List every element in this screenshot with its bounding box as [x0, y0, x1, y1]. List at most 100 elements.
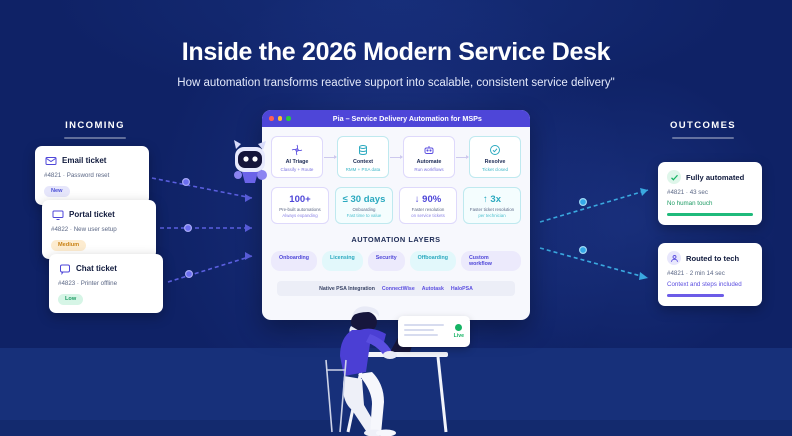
- step-name: AI Triage: [285, 159, 309, 166]
- stat-line-1: Faster resolution: [411, 206, 445, 212]
- check-icon: [667, 170, 681, 184]
- database-icon: [357, 143, 369, 156]
- window-title: Pia – Service Delivery Automation for MS…: [332, 114, 482, 123]
- step-desc: Run workflows: [414, 166, 444, 172]
- panel-body: AI Triage Classify + Route Context RMM +…: [262, 127, 530, 302]
- layer-chip-onboarding[interactable]: Onboarding: [271, 251, 318, 271]
- automation-layers-row: Onboarding Licensing Security Offboardin…: [271, 251, 521, 271]
- ticket-title: Email ticket: [62, 156, 107, 165]
- incoming-rule: [64, 137, 126, 139]
- stat-value: 100+: [289, 193, 311, 205]
- placeholder-line: [404, 323, 444, 326]
- automation-layers-title: AUTOMATION LAYERS: [351, 235, 441, 244]
- step-name: Resolve: [484, 159, 506, 166]
- check-circle-icon: [489, 143, 501, 156]
- step-desc: RMM + PSA data: [345, 166, 381, 172]
- step-name: Context: [352, 159, 374, 166]
- page-subtitle: How automation transforms reactive suppo…: [177, 77, 615, 89]
- stat-line-1: Pre-built automations: [279, 206, 321, 212]
- stat-card-onboarding: ≤ 30 days Onboarding Fast time to value: [335, 187, 393, 224]
- outcome-note: Context and steps included: [667, 281, 742, 288]
- robot-mascot-icon: [234, 140, 267, 183]
- workflow-step-resolve[interactable]: Resolve Ticket closed: [469, 136, 521, 178]
- step-desc: Ticket closed: [481, 166, 509, 172]
- workflow-step-automate[interactable]: Automate Run workflows: [403, 136, 455, 178]
- outcome-title: Routed to tech: [686, 253, 740, 263]
- ticket-card-chat[interactable]: Chat ticket #4823 · Printer offline Low: [49, 254, 163, 313]
- outcome-card-fully-automated[interactable]: Fully automated #4821 · 43 sec No human …: [658, 162, 762, 225]
- product-window-panel[interactable]: Pia – Service Delivery Automation for MS…: [262, 110, 530, 320]
- layer-chip-offboarding[interactable]: Offboarding: [409, 251, 456, 271]
- header: Inside the 2026 Modern Service Desk How …: [0, 38, 792, 89]
- outcome-title: Fully automated: [686, 172, 745, 182]
- outcomes-rule: [672, 137, 734, 139]
- placeholder-line: [404, 328, 434, 332]
- incoming-label: INCOMING: [65, 120, 125, 131]
- status-badge: New: [44, 185, 70, 197]
- outcome-progress-bar: [667, 294, 724, 297]
- stat-line-2: on service tickets: [411, 212, 445, 218]
- robot-icon: [423, 143, 435, 156]
- integration-autotask: Autotask: [421, 285, 444, 292]
- outcomes-label: OUTCOMES: [669, 120, 737, 131]
- incoming-column-heading: INCOMING: [30, 120, 160, 139]
- stat-value: ↑ 3x: [483, 193, 501, 205]
- flow-arrow: [390, 154, 403, 159]
- live-dot-icon: [455, 324, 463, 331]
- ticket-header: Email ticket: [44, 154, 140, 167]
- integration-halopsa: HaloPSA: [450, 285, 473, 292]
- layer-chip-licensing[interactable]: Licensing: [322, 251, 363, 271]
- ticket-detail: #4822 · New user setup: [51, 226, 117, 233]
- page-title: Inside the 2026 Modern Service Desk: [181, 38, 611, 66]
- ai-spark-icon: [291, 143, 303, 156]
- live-label: Live: [453, 333, 464, 339]
- status-badge: Low: [58, 293, 84, 305]
- minimize-icon[interactable]: [277, 116, 283, 121]
- outcome-detail: #4821 · 43 sec: [667, 189, 708, 196]
- stat-line-1: Onboarding: [352, 206, 376, 212]
- step-name: Automate: [416, 159, 442, 166]
- integration-connectwise: ConnectWise: [381, 285, 415, 292]
- stat-card-per-technician: ↑ 3x Faster ticket resolution per techni…: [463, 187, 521, 224]
- ticket-header: Portal ticket: [51, 208, 147, 221]
- live-status-card: Live: [398, 316, 470, 347]
- layer-chip-security[interactable]: Security: [367, 251, 405, 271]
- workflow-step-context[interactable]: Context RMM + PSA data: [337, 136, 389, 178]
- outcome-progress-bar: [667, 213, 753, 216]
- workflow-step-ai-triage[interactable]: AI Triage Classify + Route: [271, 136, 323, 178]
- stat-value: ↓ 90%: [414, 193, 442, 205]
- flow-arrow: [456, 154, 469, 159]
- ticket-header: Chat ticket: [58, 262, 154, 275]
- close-icon[interactable]: [269, 116, 274, 121]
- ticket-detail: #4823 · Printer offline: [58, 280, 118, 287]
- stat-line-2: Fast time to value: [346, 212, 382, 218]
- live-placeholder-lines: [404, 323, 454, 340]
- ticket-card-email[interactable]: Email ticket #4821 · Password reset New: [35, 146, 149, 205]
- stat-value: ≤ 30 days: [342, 193, 386, 205]
- chat-icon: [58, 262, 71, 275]
- integrations-bar: Native PSA Integration ConnectWise Autot…: [277, 281, 515, 296]
- maximize-icon[interactable]: [286, 116, 291, 121]
- placeholder-line: [404, 334, 438, 337]
- layer-chip-custom-workflow[interactable]: Custom workflow: [460, 251, 521, 271]
- stat-line-2: Always expanding: [282, 212, 318, 218]
- integrations-label: Native PSA Integration: [319, 285, 375, 292]
- outcome-card-routed-to-tech[interactable]: Routed to tech #4821 · 2 min 14 sec Cont…: [658, 243, 762, 306]
- ticket-title: Chat ticket: [76, 264, 117, 273]
- outcome-detail: #4821 · 2 min 14 sec: [667, 270, 725, 277]
- stats-row: 100+ Pre-built automations Always expand…: [271, 187, 521, 224]
- step-desc: Classify + Route: [280, 166, 314, 172]
- outcome-header: Routed to tech: [667, 251, 753, 265]
- stat-card-automations: 100+ Pre-built automations Always expand…: [271, 187, 329, 224]
- status-badge: Medium: [51, 239, 87, 251]
- stat-line-1: Faster ticket resolution: [469, 206, 515, 212]
- person-icon: [667, 251, 681, 265]
- flow-arrow: [324, 154, 337, 159]
- outcome-note: No human touch: [667, 200, 713, 207]
- ticket-card-portal[interactable]: Portal ticket #4822 · New user setup Med…: [42, 200, 156, 259]
- monitor-icon: [51, 208, 64, 221]
- live-indicator: Live: [454, 324, 464, 339]
- workflow-steps: AI Triage Classify + Route Context RMM +…: [271, 136, 521, 178]
- bottom-band-lower: [0, 420, 792, 436]
